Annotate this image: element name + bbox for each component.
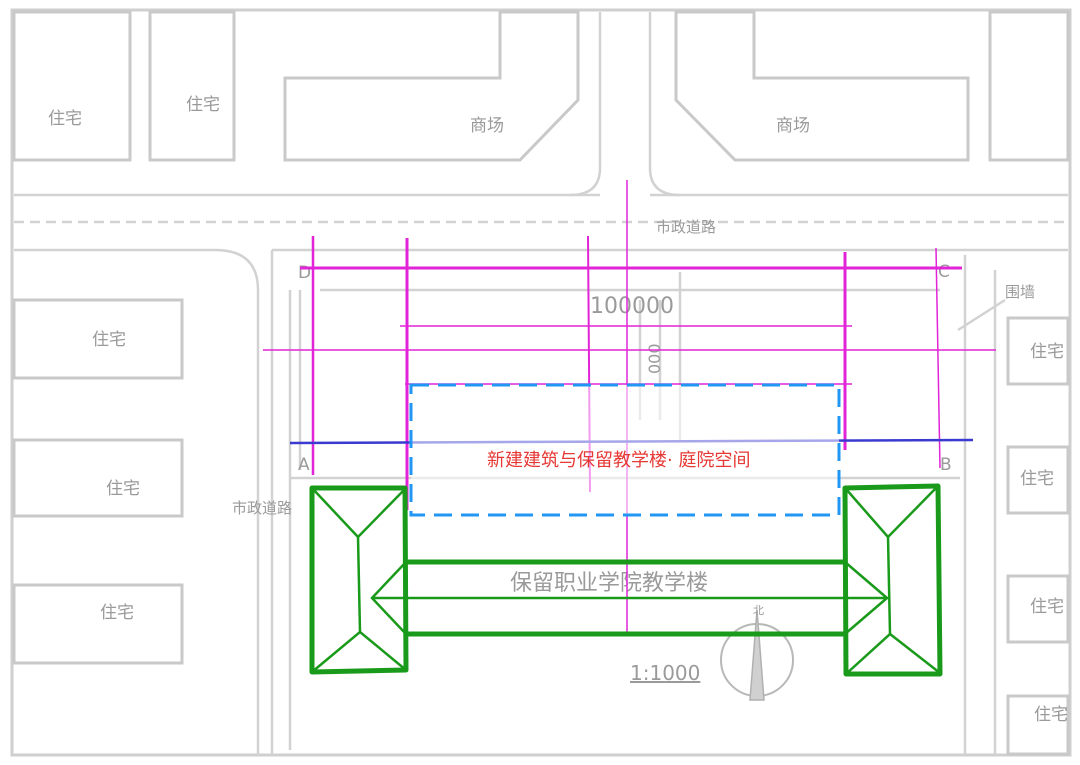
label-scale: 1:1000 <box>630 661 700 685</box>
residential-block-right-2 <box>1006 445 1070 515</box>
label-residential-1: 住宅 <box>48 109 82 129</box>
label-north: 北 <box>753 604 764 617</box>
commercial-block-left <box>283 10 580 162</box>
label-residential-9: 住宅 <box>1034 705 1068 725</box>
label-residential-8: 住宅 <box>1030 597 1064 617</box>
residential-block-right-3 <box>1006 574 1070 644</box>
label-municipal-road-left: 市政道路 <box>232 499 292 517</box>
north-arrow <box>720 609 794 701</box>
label-retained-building: 保留职业学院教学楼 <box>510 571 708 596</box>
label-dimension-vertical: 000 <box>645 343 664 374</box>
label-municipal-road-top: 市政道路 <box>656 218 716 236</box>
label-dimension-100000: 100000 <box>590 294 674 319</box>
label-residential-2: 住宅 <box>186 95 220 115</box>
commercial-block-right <box>674 10 970 162</box>
courtyard-space-box <box>409 383 841 517</box>
label-residential-7: 住宅 <box>1020 469 1054 489</box>
residential-block-top-left-1 <box>12 10 132 162</box>
axis-label-a: A <box>298 455 310 475</box>
residential-block-top-right <box>988 10 1070 162</box>
annotation-new-building-courtyard: 新建建筑与保留教学楼· 庭院空间 <box>487 450 750 471</box>
retained-building-outline <box>309 483 943 677</box>
axis-label-b: B <box>940 455 952 475</box>
map-labels: 住宅 住宅 商场 商场 市政道路 围墙 住宅 住宅 住宅 市政道路 住宅 住宅 … <box>48 95 1068 725</box>
axis-label-d: D <box>298 263 311 283</box>
residential-block-left-2 <box>12 438 184 518</box>
residential-block-right-4 <box>1006 694 1070 756</box>
residential-block-left-3 <box>12 583 184 665</box>
axis-label-c: C <box>938 262 950 282</box>
label-residential-6: 住宅 <box>1030 342 1064 362</box>
residential-block-left-1 <box>12 298 184 380</box>
residential-block-top-left-2 <box>148 10 236 162</box>
residential-block-right-1 <box>1006 316 1070 386</box>
label-wall: 围墙 <box>1005 283 1035 301</box>
base-map <box>12 10 1070 756</box>
label-residential-4: 住宅 <box>106 479 140 499</box>
label-residential-5: 住宅 <box>100 603 134 623</box>
label-commercial-left: 商场 <box>470 116 504 136</box>
label-residential-3: 住宅 <box>92 330 126 350</box>
label-commercial-right: 商场 <box>776 116 810 136</box>
